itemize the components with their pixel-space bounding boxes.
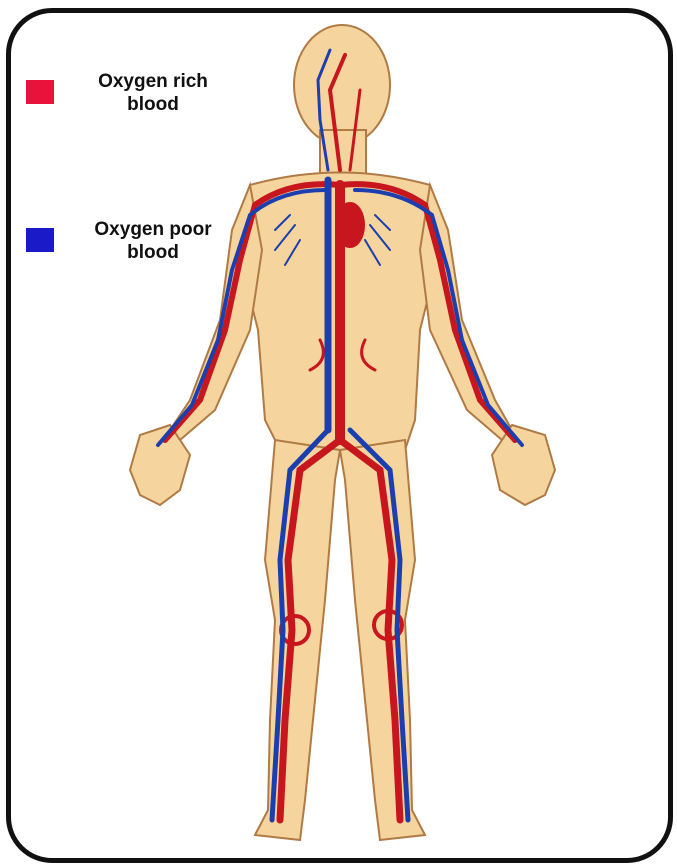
legend-label-line-1: Oxygen rich — [68, 70, 238, 93]
legend-item-oxygen-poor: Oxygen poor blood — [20, 140, 250, 210]
legend-label-oxygen-rich: Oxygen rich blood — [68, 70, 238, 116]
legend-label-oxygen-poor: Oxygen poor blood — [68, 218, 238, 264]
legend-label-line-1: Oxygen poor — [68, 218, 238, 241]
legend-label-line-2: blood — [68, 93, 238, 116]
legend: Oxygen rich blood Oxygen poor blood — [20, 70, 250, 210]
oxygen-rich-swatch — [26, 80, 54, 104]
oxygen-poor-swatch — [26, 228, 54, 252]
legend-label-line-2: blood — [68, 241, 238, 264]
legend-item-oxygen-rich: Oxygen rich blood — [20, 70, 250, 140]
